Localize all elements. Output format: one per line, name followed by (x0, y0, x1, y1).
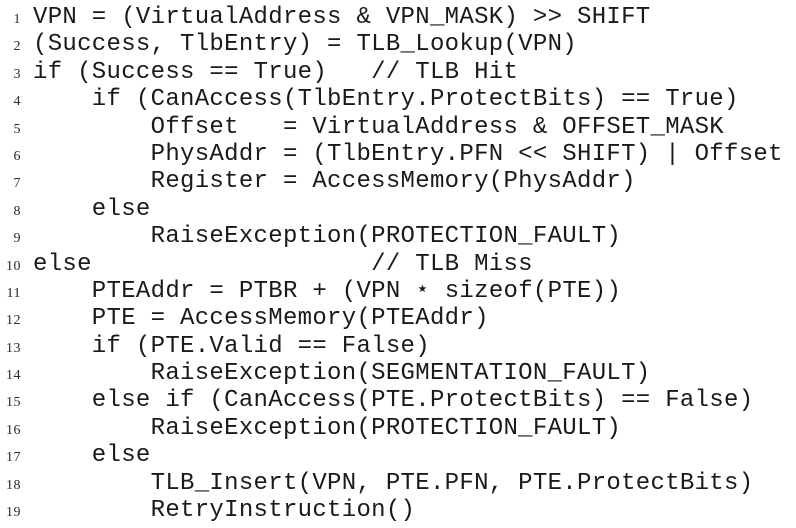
code-line: 13 if (PTE.Valid == False) (0, 333, 796, 360)
code-line: 9 RaiseException(PROTECTION_FAULT) (0, 223, 796, 250)
code-line: 19 RetryInstruction() (0, 497, 796, 524)
code-line: 5 Offset = VirtualAddress & OFFSET_MASK (0, 114, 796, 141)
code-text: else (33, 442, 151, 470)
code-text: RetryInstruction() (33, 497, 416, 525)
code-text: RaiseException(PROTECTION_FAULT) (33, 223, 622, 251)
code-text: PTEAddr = PTBR + (VPN ⋆ sizeof(PTE)) (33, 277, 622, 305)
code-text: TLB_Insert(VPN, PTE.PFN, PTE.ProtectBits… (33, 469, 754, 497)
code-text: RaiseException(PROTECTION_FAULT) (33, 414, 622, 442)
line-number: 16 (6, 422, 21, 438)
code-text: Register = AccessMemory(PhysAddr) (33, 168, 636, 196)
code-line: 4 if (CanAccess(TlbEntry.ProtectBits) ==… (0, 86, 796, 113)
code-line: 8 else (0, 196, 796, 223)
code-text: Offset = VirtualAddress & OFFSET_MASK (33, 113, 725, 141)
code-line: 17 else (0, 442, 796, 469)
code-text: else if (CanAccess(PTE.ProtectBits) == F… (33, 387, 754, 415)
line-number: 11 (6, 285, 21, 301)
code-line: 6 PhysAddr = (TlbEntry.PFN << SHIFT) | O… (0, 141, 796, 168)
line-number: 6 (13, 148, 21, 164)
code-text: if (Success == True) // TLB Hit (33, 58, 519, 86)
line-number: 8 (13, 203, 21, 219)
code-text: VPN = (VirtualAddress & VPN_MASK) >> SHI… (33, 4, 651, 31)
code-line: 16 RaiseException(PROTECTION_FAULT) (0, 415, 796, 442)
code-line: 3 if (Success == True) // TLB Hit (0, 59, 796, 86)
code-line: 10 else // TLB Miss (0, 251, 796, 278)
code-text: RaiseException(SEGMENTATION_FAULT) (33, 360, 651, 388)
code-line: 15 else if (CanAccess(PTE.ProtectBits) =… (0, 387, 796, 414)
code-line: 18 TLB_Insert(VPN, PTE.PFN, PTE.ProtectB… (0, 470, 796, 497)
line-number: 17 (6, 450, 21, 466)
code-line: 2 (Success, TlbEntry) = TLB_Lookup(VPN) (0, 31, 796, 58)
code-line: 7 Register = AccessMemory(PhysAddr) (0, 168, 796, 195)
line-number: 15 (6, 395, 21, 411)
code-line: 1 VPN = (VirtualAddress & VPN_MASK) >> SH… (0, 4, 796, 31)
line-number: 5 (13, 121, 21, 137)
code-text: PhysAddr = (TlbEntry.PFN << SHIFT) | Off… (33, 140, 783, 168)
line-number: 14 (6, 368, 21, 384)
code-text: if (CanAccess(TlbEntry.ProtectBits) == T… (33, 86, 739, 114)
line-number: 10 (6, 258, 21, 274)
code-line: 11 PTEAddr = PTBR + (VPN ⋆ sizeof(PTE)) (0, 278, 796, 305)
line-number: 2 (13, 39, 21, 55)
code-text: else // TLB Miss (33, 250, 533, 278)
line-number: 3 (13, 66, 21, 82)
line-number: 13 (6, 340, 21, 356)
code-text: if (PTE.Valid == False) (33, 332, 430, 360)
line-number: 19 (6, 505, 21, 521)
code-text: PTE = AccessMemory(PTEAddr) (33, 305, 489, 333)
line-number: 7 (13, 176, 21, 192)
line-number: 1 (13, 12, 21, 27)
line-number: 9 (13, 231, 21, 247)
code-text: else (33, 195, 151, 223)
code-line: 12 PTE = AccessMemory(PTEAddr) (0, 305, 796, 332)
line-number: 4 (13, 94, 21, 110)
code-line: 14 RaiseException(SEGMENTATION_FAULT) (0, 360, 796, 387)
line-number: 12 (6, 313, 21, 329)
line-number: 18 (6, 477, 21, 493)
code-text: (Success, TlbEntry) = TLB_Lookup(VPN) (33, 31, 577, 59)
